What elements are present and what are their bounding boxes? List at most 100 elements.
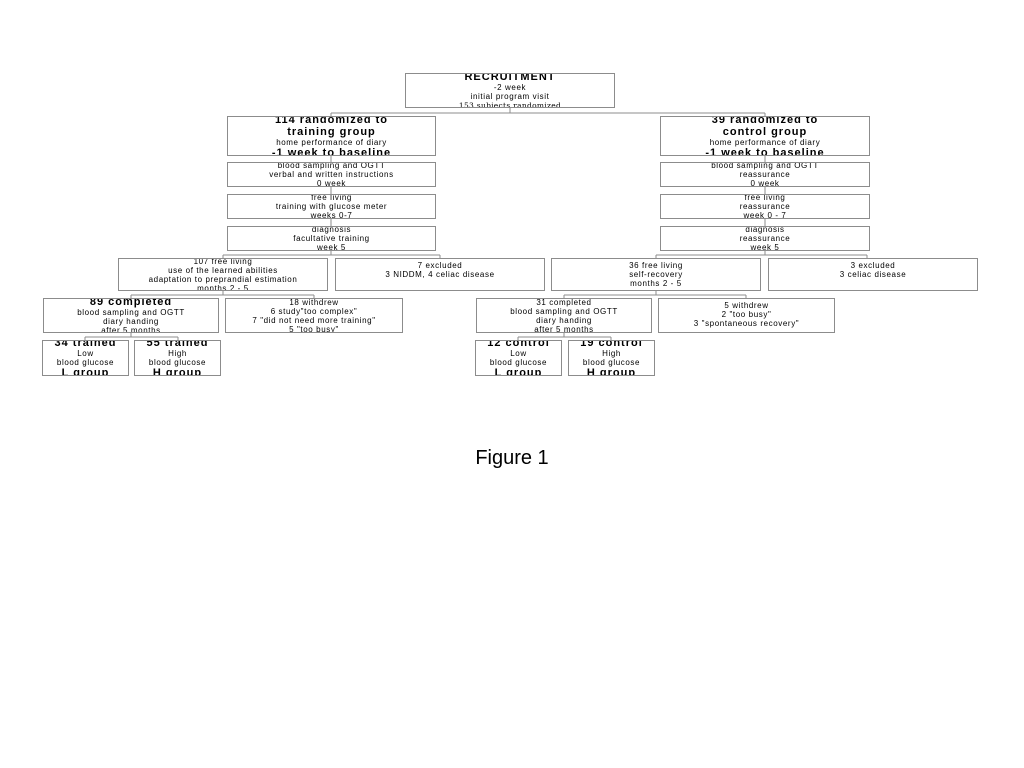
box-line: week 5 bbox=[317, 243, 346, 251]
figure-caption: Figure 1 bbox=[475, 447, 549, 469]
box-line: blood glucose bbox=[148, 358, 207, 367]
box-line: 2 "too busy" bbox=[721, 310, 772, 319]
box-line: L group bbox=[61, 367, 110, 376]
box-line: home performance of diary bbox=[709, 137, 821, 147]
box-line: training with glucose meter bbox=[275, 202, 388, 211]
box-line: 39 randomized to bbox=[711, 116, 819, 126]
box-line: free living bbox=[744, 194, 786, 202]
box-line: 3 excluded bbox=[850, 261, 896, 270]
box-line: facultative training bbox=[293, 234, 370, 243]
box-line: High bbox=[168, 349, 187, 358]
box-line: reassurance bbox=[739, 202, 791, 211]
box-line: months 2 - 5 bbox=[630, 279, 682, 288]
box-line: blood sampling and OGTT bbox=[510, 306, 618, 316]
box-line: diagnosis bbox=[745, 226, 785, 234]
connector-training-groups bbox=[84, 333, 179, 340]
box-line: free living bbox=[311, 194, 352, 202]
box-line: months 2 - 5 bbox=[197, 283, 249, 291]
box-line: diagnosis bbox=[311, 226, 352, 234]
box-line: 107 free living bbox=[193, 258, 253, 266]
box-line: -1 week to baseline bbox=[705, 146, 825, 156]
box-line: reassurance bbox=[739, 170, 791, 179]
connector-training-completed bbox=[130, 291, 315, 298]
box-line: H group bbox=[586, 367, 637, 376]
box-line: training group bbox=[287, 125, 376, 138]
box-line: verbal and written instructions bbox=[269, 170, 394, 179]
box-line: self-recovery bbox=[629, 270, 683, 279]
box-line: adaptation to preprandial estimation bbox=[148, 274, 298, 284]
box-line: 3 NIDDM, 4 celiac disease bbox=[385, 270, 495, 279]
box-line: blood glucose bbox=[582, 358, 641, 367]
box-line: home performance of diary bbox=[276, 137, 387, 147]
box-line: initial program visit bbox=[470, 92, 550, 101]
box-line: blood sampling and OGTT bbox=[277, 162, 386, 170]
box-line: 3 celiac disease bbox=[839, 270, 907, 279]
box-line: use of the learned abilities bbox=[168, 265, 278, 275]
box-line: blood glucose bbox=[489, 358, 548, 367]
box-line: 3 "spontaneous recovery" bbox=[693, 319, 800, 328]
box-line: diary handing bbox=[103, 317, 159, 326]
box-line: 7 "did not need more training" bbox=[252, 315, 376, 325]
box-line: -1 week to baseline bbox=[271, 146, 392, 156]
box-line: RECRUITMENT bbox=[464, 73, 556, 83]
box-line: 34 trained bbox=[54, 340, 117, 349]
box-line: Low bbox=[77, 349, 94, 358]
box-line: L group bbox=[494, 367, 543, 376]
box-line: 19 control bbox=[580, 340, 643, 349]
box-line: blood glucose bbox=[56, 358, 115, 367]
connector-recruitment-split bbox=[330, 108, 766, 116]
box-line: after 5 months bbox=[101, 326, 161, 333]
box-line: 6 study"too complex" bbox=[270, 306, 358, 316]
connector-control-completed bbox=[563, 291, 747, 298]
box-line: reassurance bbox=[739, 234, 791, 243]
box-line: High bbox=[602, 349, 621, 358]
box-line: 5 "too busy" bbox=[289, 324, 339, 333]
box-line: week 5 bbox=[750, 243, 780, 251]
box-line: 5 withdrew bbox=[724, 301, 769, 310]
box-line: after 5 months bbox=[534, 324, 594, 333]
box-line: 0 week bbox=[750, 179, 780, 187]
connector-training-split bbox=[222, 254, 441, 258]
box-line: 0 week bbox=[317, 179, 346, 187]
box-line: 114 randomized to bbox=[275, 116, 388, 126]
box-line: blood sampling and OGTT bbox=[77, 308, 185, 317]
box-line: -2 week bbox=[493, 83, 527, 92]
box-line: Low bbox=[510, 349, 527, 358]
box-line: 36 free living bbox=[629, 261, 683, 270]
box-line: 31 completed bbox=[536, 298, 592, 307]
box-line: weeks 0-7 bbox=[310, 211, 353, 219]
box-line: blood sampling and OGTT bbox=[711, 162, 819, 170]
box-line: 7 excluded bbox=[417, 261, 463, 270]
box-line: diary handing bbox=[536, 315, 592, 325]
box-line: 18 withdrew bbox=[289, 298, 339, 307]
connector-control-split bbox=[655, 254, 868, 258]
box-line: week 0 - 7 bbox=[743, 211, 787, 219]
box-line: H group bbox=[152, 367, 203, 376]
connector-control-groups bbox=[517, 333, 612, 340]
box-line: 153 subjects randomized bbox=[458, 101, 562, 108]
box-line: 12 control bbox=[487, 340, 550, 349]
